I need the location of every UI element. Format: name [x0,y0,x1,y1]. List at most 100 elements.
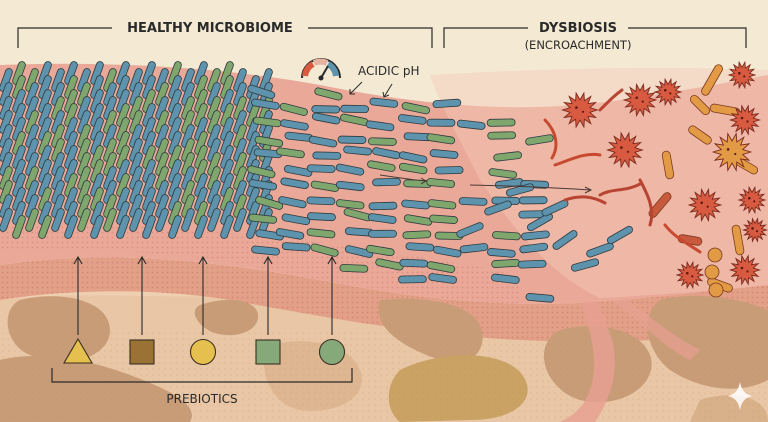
bacterium-rod [233,152,247,176]
bacterium-rod [38,117,52,141]
bacterium-rod [168,75,182,99]
bacterium-rod [194,103,208,127]
pathogen-cell [687,187,723,223]
bacterium-rod [116,117,130,141]
bacterium-rod [38,89,52,113]
bacterium-rod [90,61,104,85]
bacterium-rod [12,159,26,183]
bacterium-rod [38,145,52,169]
bacterium-rod [426,261,456,273]
bacterium-rod [207,124,221,148]
bacterium-rod [311,105,341,114]
bacterium-rod [181,68,195,92]
bacterium-rod [77,208,91,232]
bacterium-rod [64,117,78,141]
bacterium-rod [337,135,367,144]
bacterium-rod [233,96,247,120]
bacterium-rod [527,212,553,232]
bacterium-rod [103,82,117,106]
bacterium-rod [570,258,600,272]
bacterium-rod [458,197,488,206]
pathogen-cell [606,131,644,169]
bacterium-rod [427,199,457,210]
bacterium-rod [233,180,247,204]
bacterium-rod [168,131,182,155]
bacterium-rod [25,124,39,148]
bacterium-rod [181,208,195,232]
bacterium-rod [207,96,221,120]
bacterium-rod [521,230,550,241]
bacterium-rod [64,103,78,127]
bacterium-rod [90,117,104,141]
bacterium-rod [51,152,65,176]
bacterium-rod [220,131,234,155]
bacterium-rod [90,131,104,155]
spirochete [663,223,702,254]
bacterium-rod [307,212,336,222]
bacterium-rod [12,131,26,155]
bacterium-rod [103,166,117,190]
bacterium-rod [492,231,521,241]
bacterium-rod [365,120,395,132]
bacterium-rod [276,147,305,159]
bacterium-rod [142,61,156,85]
bacterium-rod [247,84,276,99]
bacterium-rod [426,118,456,127]
bacterium-rod [38,75,52,99]
pathogen-cell [741,217,768,243]
bacterium-rod [207,208,221,232]
bacterium-rod [220,187,234,211]
bacterium-rod [0,110,13,134]
bacterium-rod [181,96,195,120]
bacterium-rod [116,131,130,155]
pathogen-rod [689,94,711,116]
bacterium-rod [155,124,169,148]
bacterium-rod [310,243,339,257]
bacterium-rod [90,159,104,183]
bacterium-rod [194,145,208,169]
prebiotic-circle [318,338,346,366]
bacterium-rod [168,173,182,197]
bacterium-rod [168,117,182,141]
bacterium-rod [372,177,401,187]
bacterium-rod [103,194,117,218]
bacterium-rod [64,89,78,113]
bacterium-rod [233,138,247,162]
bacterium-rod [181,166,195,190]
bacterium-rod [129,208,143,232]
bacterium-rod [488,168,518,179]
bacterium-rod [181,152,195,176]
bacterium-rod [142,89,156,113]
bacterium-rod [541,199,569,217]
bacterium-rod [429,214,458,224]
pathogen-cell [561,91,599,129]
bacterium-rod [90,215,104,239]
dysbiosis-label: DYSBIOSIS [539,21,617,36]
bacterium-rod [155,110,169,134]
bacterium-rod [77,166,91,190]
bacterium-rod [314,87,343,101]
bacterium-rod [233,166,247,190]
bacterium-rod [491,273,520,284]
bacterium-rod [207,68,221,92]
bacterium-rod [486,118,516,127]
prebiotic-shapes [63,337,346,366]
bacterium-rod [77,194,91,218]
bacterium-rod [367,213,397,224]
bacterium-rod [25,68,39,92]
bacterium-rod [220,89,234,113]
arrow-head-icon [73,255,83,265]
bacterium-rod [405,242,435,252]
bacterium-rod [77,124,91,148]
ph-gauge-icon [301,58,341,81]
bacterium-rod [38,159,52,183]
bacterium-rod [207,138,221,162]
spirochete [543,118,558,160]
bacterium-rod [168,145,182,169]
bacterium-rod [12,201,26,225]
bacterium-rod [194,75,208,99]
bacterium-rod [279,102,308,116]
prebiotic-circle [189,338,217,366]
bacterium-rod [90,89,104,113]
bacterium-rod [181,82,195,106]
